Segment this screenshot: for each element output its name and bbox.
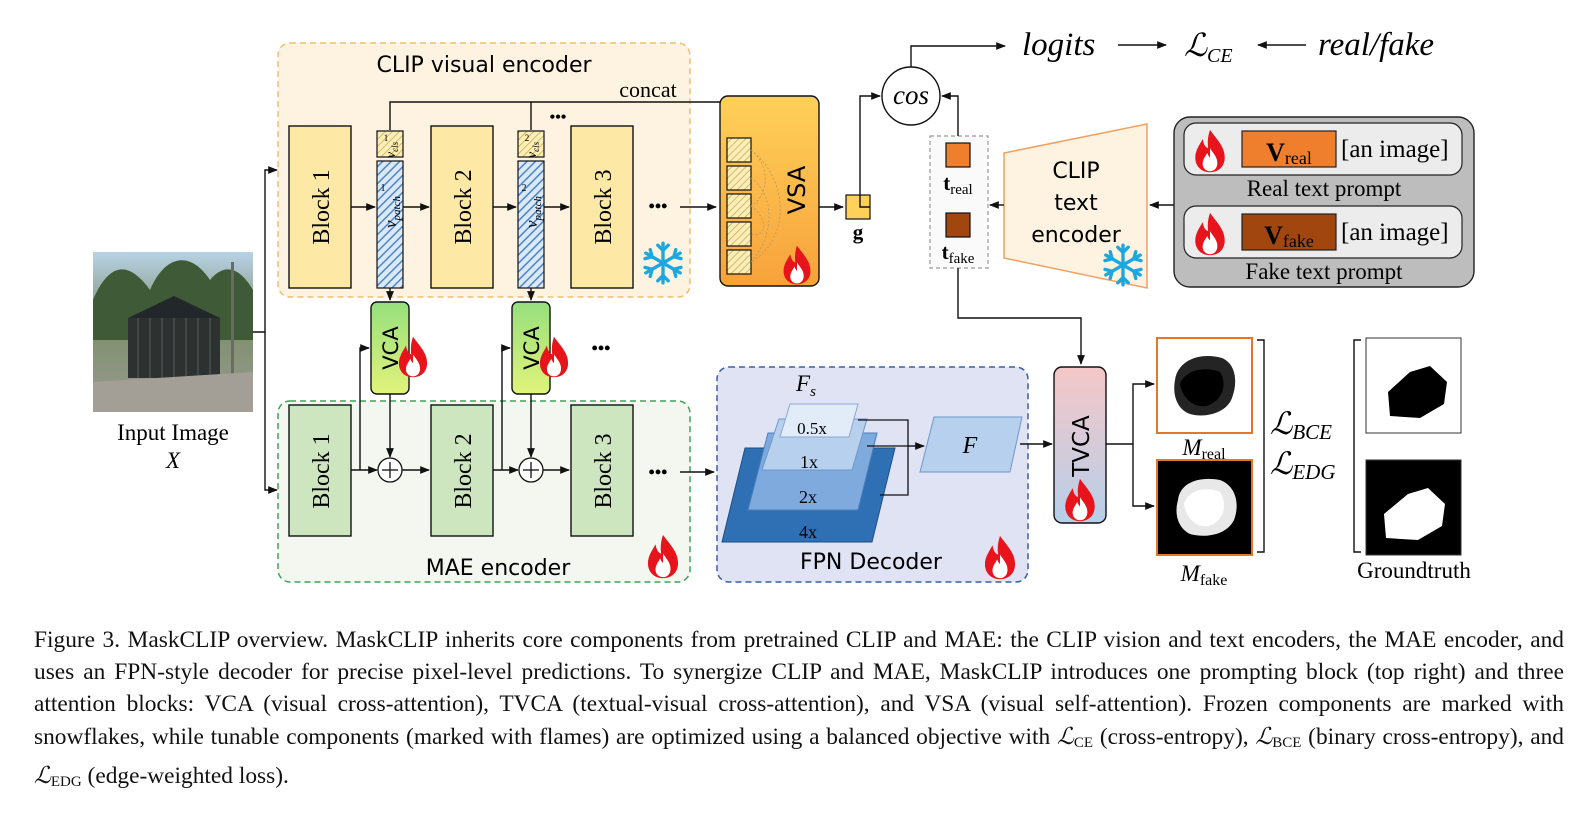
real-prompt-token-label: V bbox=[1266, 138, 1285, 167]
mae-row-ellipsis: ••• bbox=[649, 462, 668, 482]
fake-prompt-rest: [an image] bbox=[1341, 219, 1449, 246]
caption-bce-sub: BCE bbox=[1272, 735, 1302, 751]
vsa-label: VSA bbox=[783, 165, 811, 214]
clip-row-ellipsis: ••• bbox=[649, 196, 668, 216]
patch-token-2 bbox=[517, 160, 545, 289]
cls-token-2-label: v bbox=[525, 151, 540, 158]
mae-block-2 bbox=[430, 404, 494, 537]
mask-real-image bbox=[1156, 337, 1253, 434]
clip-text-encoder-line3: encoder bbox=[1031, 223, 1122, 248]
cls-token-1-label: v bbox=[384, 151, 399, 158]
patch-token-2-label: v bbox=[522, 220, 541, 228]
tvca-block bbox=[1053, 366, 1107, 524]
mae-block-2-label: Block 2 bbox=[451, 433, 477, 508]
groundtruth-label: Groundtruth bbox=[1357, 558, 1471, 583]
fpn-level-1x-label: 1x bbox=[800, 452, 818, 472]
logits-label: logits bbox=[1022, 27, 1095, 63]
g-label: g bbox=[853, 220, 864, 244]
caption-text-3: (binary cross-entropy), and bbox=[1301, 724, 1564, 750]
add-node-1 bbox=[377, 457, 403, 483]
maskclip-diagram: CLIP visual encoder concat ••• Block 1 B… bbox=[93, 27, 1475, 589]
svg-text:vpatch: vpatch bbox=[522, 196, 544, 228]
mae-block-1-label: Block 1 bbox=[309, 433, 335, 508]
tvca-label: TVCA bbox=[1069, 415, 1095, 478]
svg-text:Vfake: Vfake bbox=[1264, 221, 1314, 251]
clip-top-ellipsis: ••• bbox=[550, 109, 567, 126]
fake-prompt-token-label: V bbox=[1264, 221, 1283, 250]
mae-block-3-label: Block 3 bbox=[591, 433, 617, 508]
svg-text:2: 2 bbox=[522, 183, 527, 194]
groundtruth-bracket bbox=[1353, 339, 1361, 553]
clip-text-encoder-line2: text bbox=[1054, 191, 1098, 216]
figure-caption: Figure 3. MaskCLIP overview. MaskCLIP in… bbox=[34, 627, 1564, 790]
fpn-level-4x-label: 4x bbox=[799, 522, 817, 542]
svg-text:vcls: vcls bbox=[384, 141, 400, 158]
mae-block-3 bbox=[570, 404, 634, 537]
svg-text:vpatch: vpatch bbox=[381, 196, 403, 228]
input-image-symbol: X bbox=[165, 448, 181, 473]
m-fake-label: Mfake bbox=[1180, 561, 1228, 589]
caption-ce-sub: CE bbox=[1073, 735, 1094, 751]
fpn-decoder-title: FPN Decoder bbox=[800, 550, 943, 575]
real-prompt-token bbox=[1241, 130, 1337, 168]
svg-text:1: 1 bbox=[384, 133, 389, 143]
t-real-label: treal bbox=[943, 171, 972, 198]
clip-block-3 bbox=[570, 125, 634, 289]
fpn-f-label: F bbox=[962, 433, 978, 459]
svg-text:vcls: vcls bbox=[525, 141, 541, 158]
add-node-2 bbox=[518, 457, 544, 483]
mask-bracket bbox=[1257, 339, 1265, 553]
input-image bbox=[93, 252, 253, 412]
caption-text-2: (cross-entropy), bbox=[1093, 724, 1256, 750]
fpn-level-2x-label: 2x bbox=[799, 487, 817, 507]
caption-figure-number: Figure 3. bbox=[34, 627, 121, 653]
clip-visual-encoder-title: CLIP visual encoder bbox=[376, 53, 592, 78]
t-fake-label: tfake bbox=[942, 240, 975, 267]
caption-edg-sub: EDG bbox=[50, 774, 82, 790]
input-image-label: Input Image bbox=[117, 420, 229, 445]
fpn-f-feature bbox=[919, 416, 1023, 473]
vsa-token-stack bbox=[726, 137, 781, 275]
real-prompt-rest: [an image] bbox=[1341, 136, 1449, 163]
mae-encoder-title: MAE encoder bbox=[426, 556, 571, 581]
m-real-label: Mreal bbox=[1181, 435, 1226, 463]
caption-text-1: MaskCLIP overview. MaskCLIP inherits cor… bbox=[34, 627, 1564, 750]
fpn-fs-label: Fs bbox=[795, 371, 816, 400]
svg-text:2: 2 bbox=[525, 133, 530, 143]
concat-label: concat bbox=[619, 77, 676, 102]
fpn-level-0-5x-label: 0.5x bbox=[797, 419, 827, 438]
clip-block-1-label: Block 1 bbox=[309, 169, 335, 244]
svg-text:Vreal: Vreal bbox=[1266, 138, 1312, 168]
svg-text:1: 1 bbox=[381, 183, 386, 194]
groundtruth-fake-image bbox=[1365, 459, 1462, 556]
t-real-token bbox=[945, 142, 971, 168]
clip-text-encoder bbox=[1003, 123, 1148, 289]
clip-text-encoder-line1: CLIP bbox=[1052, 159, 1099, 184]
loss-bce-label: ℒBCE bbox=[1270, 406, 1332, 444]
real-prompt-caption: Real text prompt bbox=[1247, 176, 1402, 201]
vca-ellipsis: ••• bbox=[592, 338, 611, 358]
groundtruth-real-image bbox=[1365, 337, 1462, 434]
patch-token-1-label: v bbox=[381, 220, 400, 228]
cls-token-2 bbox=[517, 130, 545, 158]
clip-block-1 bbox=[288, 125, 352, 289]
clip-block-3-label: Block 3 bbox=[591, 169, 617, 244]
loss-ce-label: ℒCE bbox=[1184, 27, 1233, 67]
loss-edg-label: ℒEDG bbox=[1270, 446, 1336, 484]
caption-text-4: (edge-weighted loss). bbox=[81, 763, 289, 789]
clip-block-2-label: Block 2 bbox=[451, 169, 477, 244]
cls-token-1 bbox=[376, 130, 404, 158]
fpn-level-0-5x bbox=[779, 403, 859, 438]
t-fake-token bbox=[945, 212, 971, 238]
mask-fake-image bbox=[1156, 459, 1253, 556]
real-fake-label: real/fake bbox=[1318, 27, 1434, 63]
fake-prompt-caption: Fake text prompt bbox=[1245, 259, 1403, 284]
cos-label: cos bbox=[893, 80, 929, 110]
fake-prompt-token bbox=[1241, 213, 1337, 251]
